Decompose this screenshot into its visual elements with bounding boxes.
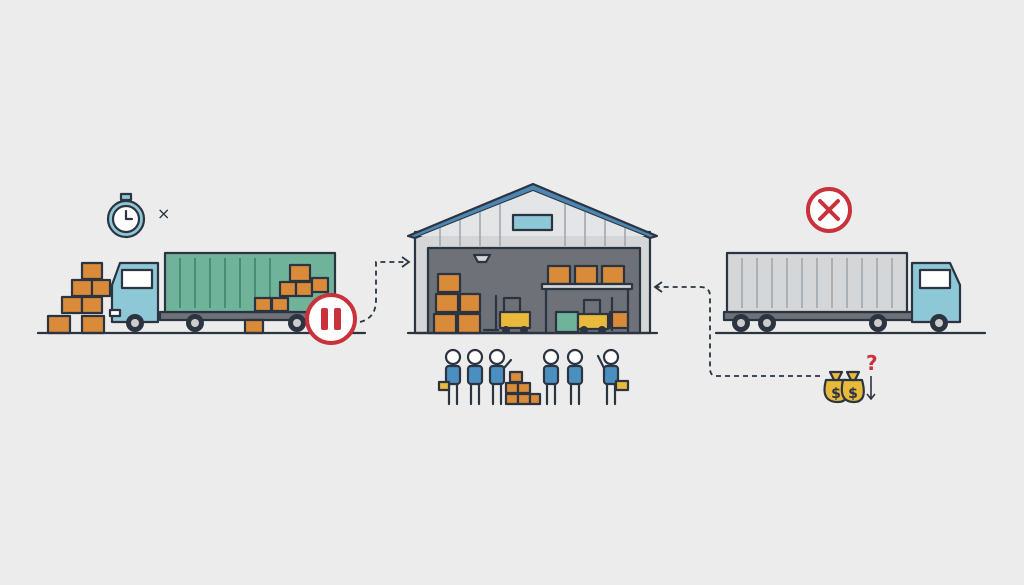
question-mark: ? (866, 351, 878, 375)
worker (437, 348, 462, 406)
worker (466, 348, 484, 406)
down-arrow-icon (866, 376, 876, 401)
green-container (163, 251, 337, 314)
box-pile (504, 370, 542, 406)
workers-group (437, 348, 630, 406)
worker (596, 348, 630, 406)
stopwatch-icon (106, 192, 146, 239)
dollar-sign: $ (831, 386, 841, 402)
right-truck (722, 251, 962, 332)
worker (488, 348, 513, 406)
timer-x-mark: × (157, 204, 170, 223)
warehouse-window (511, 213, 554, 232)
warehouse-icon (406, 182, 659, 335)
forklift-icon (576, 296, 614, 334)
box-stack (46, 261, 112, 335)
forklift-icon (482, 294, 532, 334)
dollar-sign: $ (848, 386, 858, 402)
worker (542, 348, 560, 406)
left-truck (108, 251, 342, 335)
dashed-arrow-to-warehouse (359, 256, 411, 323)
money-bags-icon: $ $ (823, 370, 865, 404)
pause-icon (305, 293, 357, 345)
dashed-arrow-from-right (653, 281, 820, 377)
worker (566, 348, 584, 406)
cancel-icon (806, 187, 852, 233)
